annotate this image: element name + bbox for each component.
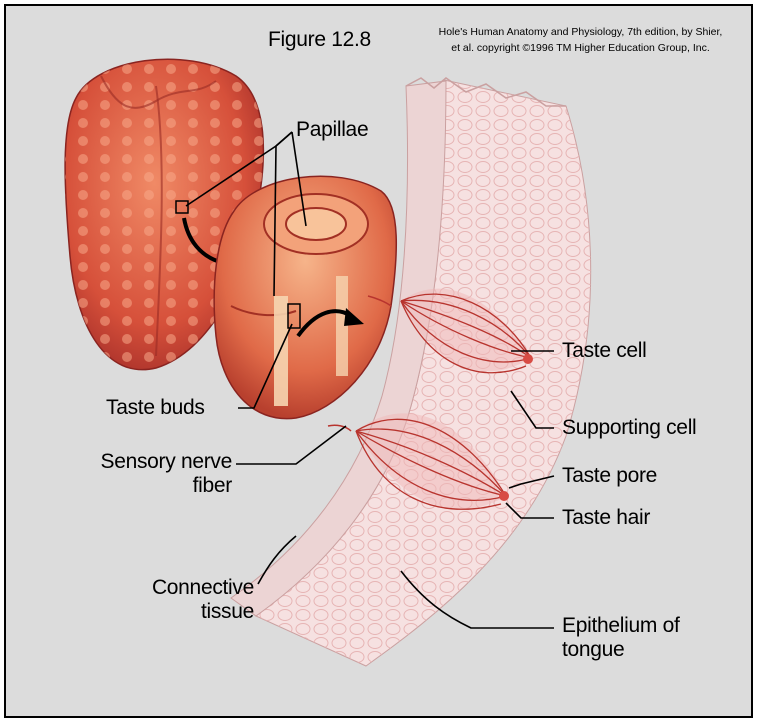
label-connective-tissue: Connective tissue	[86, 576, 254, 624]
label-papillae: Papillae	[296, 118, 368, 142]
figure-credit: Hole's Human Anatomy and Physiology, 7th…	[408, 24, 753, 56]
label-epithelium-line1: Epithelium of	[562, 614, 680, 638]
label-supporting-cell: Supporting cell	[562, 416, 696, 440]
figure-frame: Figure 12.8 Hole's Human Anatomy and Phy…	[4, 4, 753, 718]
label-taste-hair: Taste hair	[562, 506, 650, 530]
credit-line-1: Hole's Human Anatomy and Physiology, 7th…	[408, 24, 753, 40]
credit-line-2: et al. copyright ©1996 TM Higher Educati…	[408, 40, 753, 56]
label-epithelium-line2: tongue	[562, 638, 680, 662]
label-taste-buds: Taste buds	[106, 396, 205, 420]
label-taste-cell: Taste cell	[562, 339, 647, 363]
label-connective-line2: tissue	[86, 600, 254, 624]
figure-title: Figure 12.8	[268, 28, 371, 52]
label-epithelium: Epithelium of tongue	[562, 614, 680, 662]
papilla-illustration	[214, 176, 396, 418]
label-sensory-nerve-line1: Sensory nerve	[66, 450, 232, 474]
label-sensory-nerve: Sensory nerve fiber	[66, 450, 232, 498]
label-sensory-nerve-line2: fiber	[66, 474, 232, 498]
label-connective-line1: Connective	[86, 576, 254, 600]
label-taste-pore: Taste pore	[562, 464, 657, 488]
